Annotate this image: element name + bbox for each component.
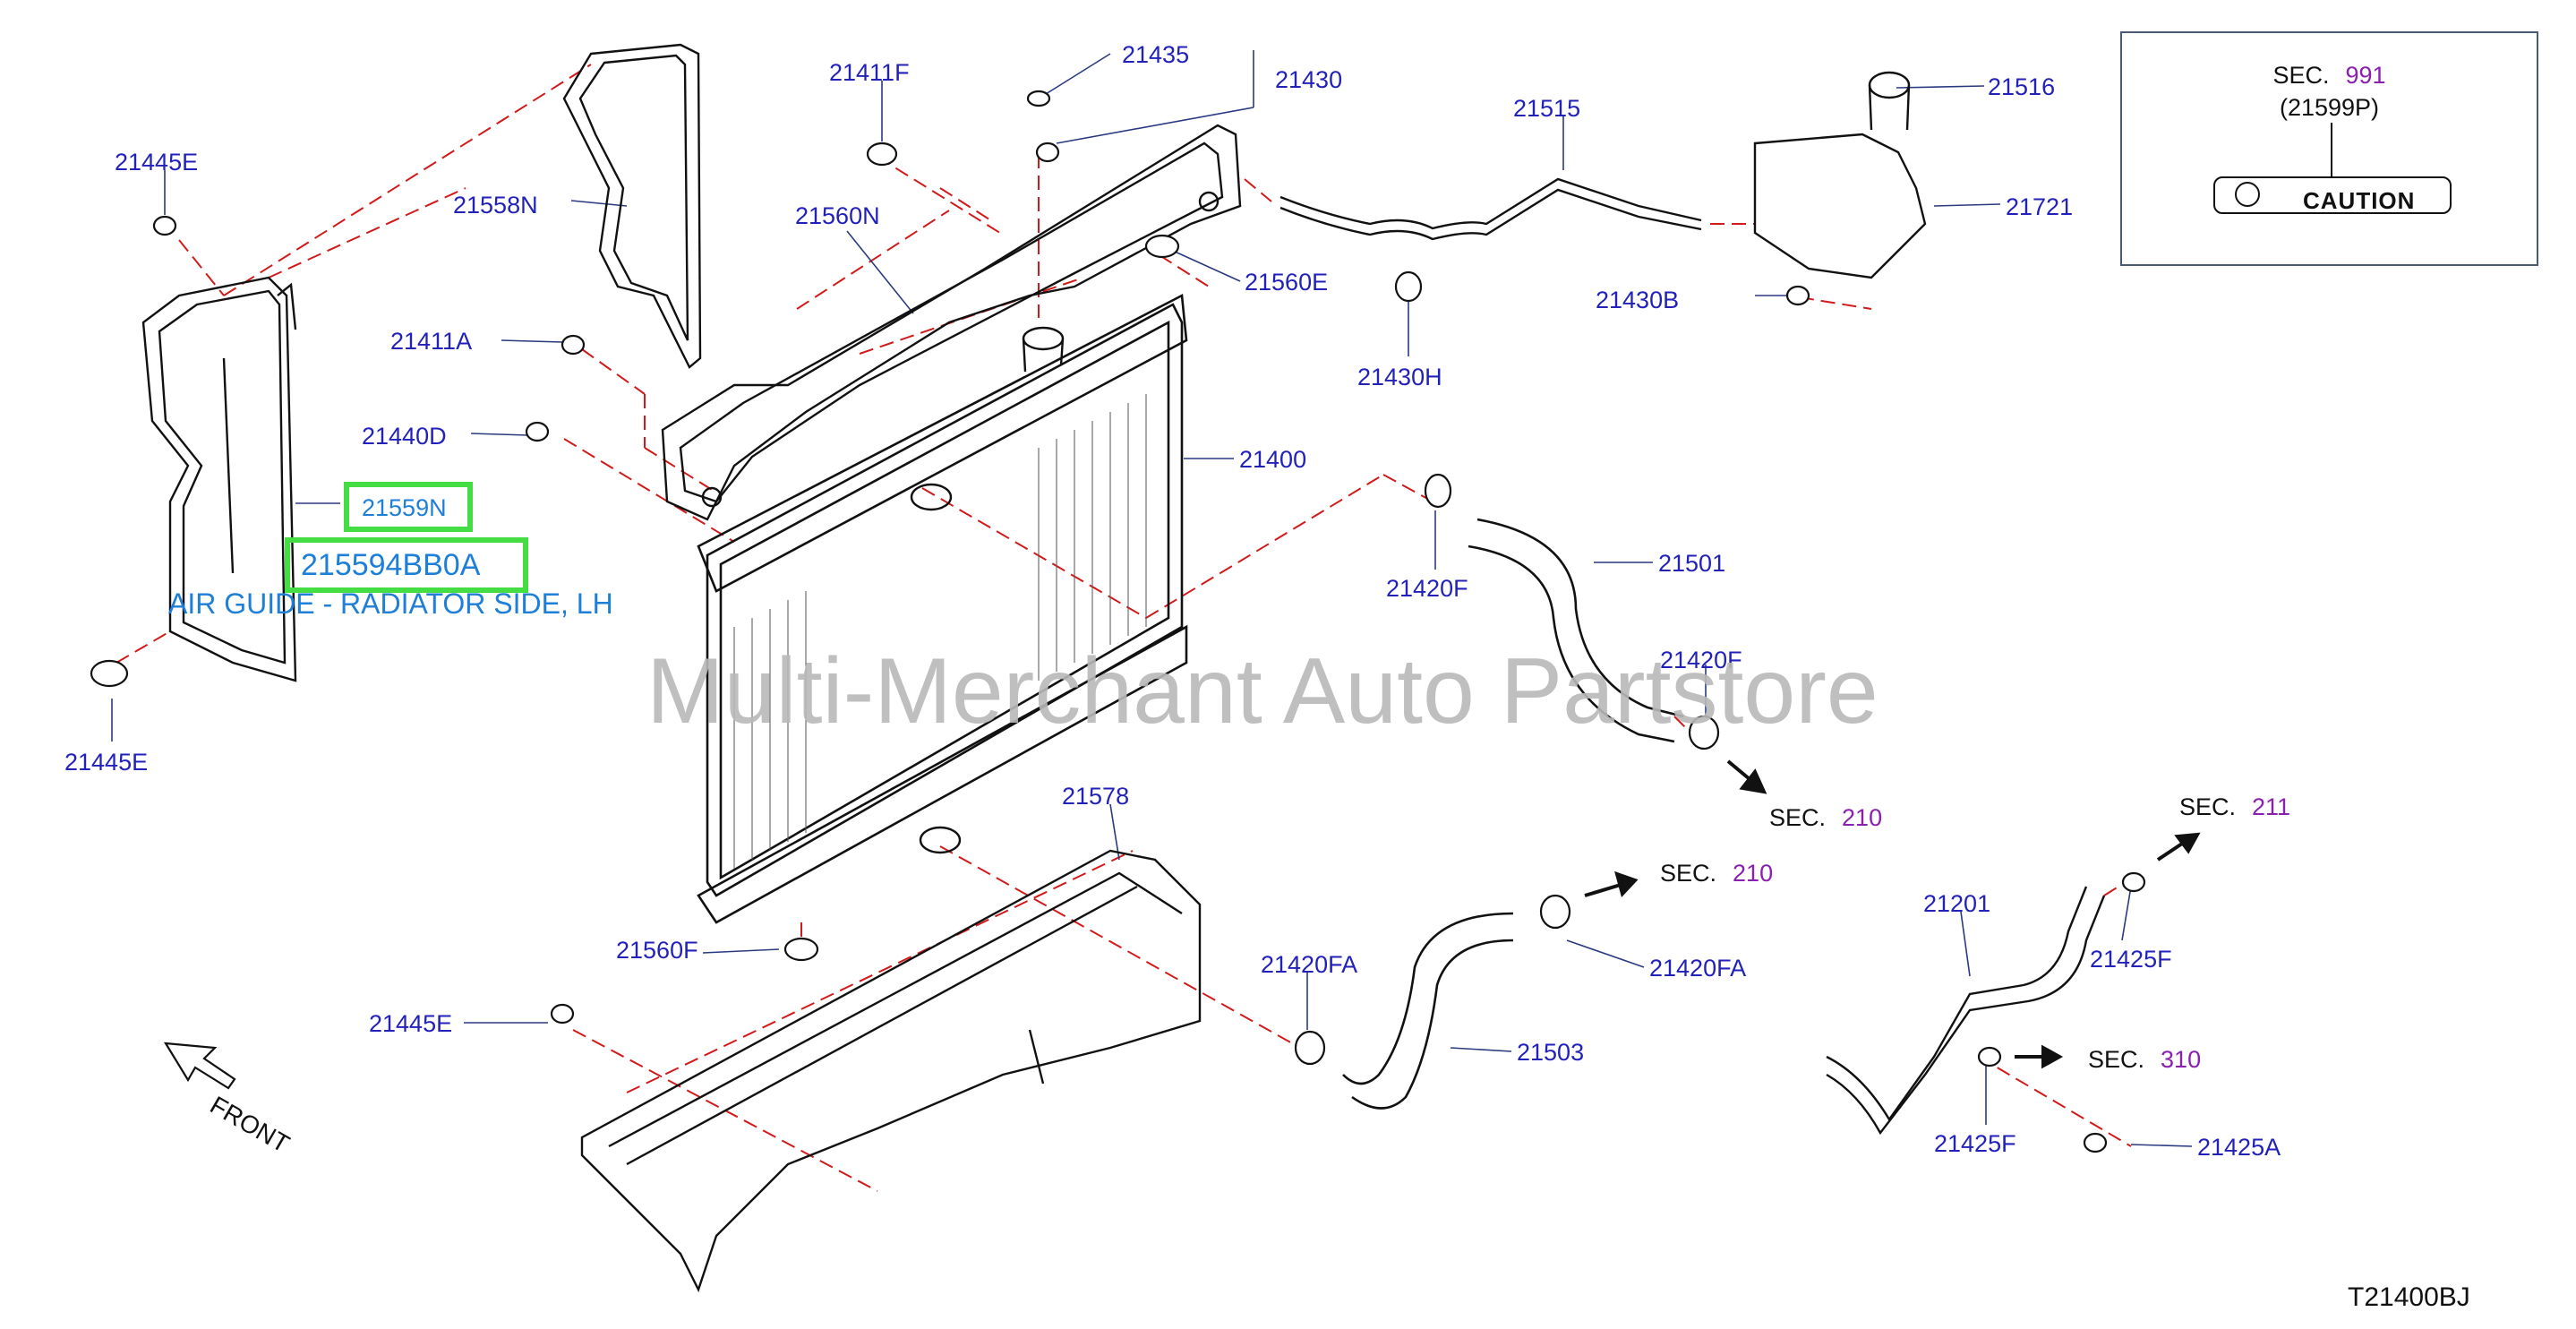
fasteners: [90, 90, 2146, 1153]
section-prefix: SEC.: [1769, 804, 1827, 831]
section-number: 210: [1842, 804, 1883, 831]
part-label[interactable]: 21411A: [390, 328, 473, 355]
reference-sec: SEC. 991: [2122, 62, 2537, 90]
reference-leader: [2331, 123, 2332, 176]
upper-hose: [1468, 518, 1684, 743]
part-label[interactable]: 21515: [1513, 95, 1581, 122]
overflow-hose: [1279, 177, 1702, 241]
section-reference[interactable]: SEC. 310: [2088, 1048, 2201, 1072]
reservoir-tank: [1753, 71, 1927, 279]
part-label[interactable]: 21430H: [1357, 364, 1442, 390]
caution-label: CAUTION: [2213, 176, 2452, 214]
section-prefix: SEC.: [2179, 793, 2237, 820]
part-label[interactable]: 21721: [2006, 193, 2074, 220]
part-label[interactable]: 21420FA: [1649, 955, 1747, 982]
highlight-text-part-number: 215594BB0A: [301, 548, 481, 582]
part-label[interactable]: 21420F: [1386, 575, 1468, 602]
part-label[interactable]: 21420FA: [1261, 951, 1358, 978]
part-label[interactable]: 21445E: [369, 1010, 453, 1037]
air-guide-upper: [562, 43, 702, 369]
part-label[interactable]: 21425A: [2197, 1134, 2281, 1161]
air-guide-front: [661, 124, 1242, 521]
section-arrows: [1584, 759, 2201, 1069]
section-number: 310: [2161, 1046, 2202, 1073]
section-reference[interactable]: SEC. 210: [1769, 806, 1882, 830]
radiator-core: [697, 293, 1188, 924]
caution-cap-icon: [2235, 182, 2260, 207]
part-description: AIR GUIDE - RADIATOR SIDE, LH: [168, 587, 613, 620]
section-number: 211: [2252, 793, 2291, 820]
water-pipe: [1826, 886, 2106, 1136]
reference-sec-number: 991: [2345, 62, 2386, 89]
part-label[interactable]: 21516: [1988, 73, 2056, 100]
section-prefix: SEC.: [1660, 860, 1717, 887]
part-label[interactable]: 21445E: [64, 749, 149, 776]
reference-box: SEC. 991 (21599P) CAUTION: [2120, 31, 2538, 266]
watermark: Multi-Merchant Auto Partstore: [646, 639, 1879, 743]
section-prefix: SEC.: [2088, 1046, 2145, 1073]
drawing-id: T21400BJ: [2348, 1282, 2470, 1312]
radiator-filler-neck: [910, 326, 1065, 854]
label-leader-lines: [111, 50, 2193, 1147]
part-label[interactable]: 21503: [1517, 1039, 1585, 1066]
highlight-box-21559n[interactable]: [344, 482, 473, 532]
highlight-box-part-number[interactable]: [285, 537, 528, 593]
reference-sec-prefix: SEC.: [2272, 62, 2330, 89]
part-label[interactable]: 21440D: [362, 423, 447, 450]
part-label[interactable]: 21578: [1062, 783, 1130, 810]
radiator-fins: [733, 394, 1147, 869]
part-label[interactable]: 21201: [1923, 890, 1991, 917]
caution-text: CAUTION: [2303, 187, 2416, 214]
reference-part: (21599P): [2279, 94, 2380, 121]
highlight-text-21559n: 21559N: [362, 494, 447, 521]
front-arrow: [163, 1042, 236, 1090]
part-label[interactable]: 21425F: [2090, 946, 2172, 973]
section-reference[interactable]: SEC. 211: [2179, 795, 2290, 819]
part-label[interactable]: 21425F: [1934, 1130, 2016, 1157]
part-label[interactable]: 21560E: [1245, 269, 1329, 296]
part-label[interactable]: 21400: [1239, 446, 1307, 473]
lower-hose: [1342, 912, 1514, 1110]
part-label[interactable]: 21445E: [115, 149, 199, 176]
part-label[interactable]: 21411F: [829, 59, 910, 86]
part-label[interactable]: 21430B: [1596, 287, 1680, 313]
lower-deflector: [580, 849, 1202, 1293]
part-label[interactable]: 21435: [1122, 41, 1190, 68]
section-number: 210: [1733, 860, 1774, 887]
air-guide-lh: [141, 276, 297, 682]
part-label[interactable]: 21430: [1275, 66, 1343, 93]
part-label[interactable]: 21558N: [453, 192, 538, 219]
part-label[interactable]: 21560F: [616, 937, 698, 964]
part-label[interactable]: 21420F: [1660, 647, 1742, 673]
section-reference[interactable]: SEC. 210: [1660, 862, 1773, 886]
part-label[interactable]: 21560N: [795, 202, 880, 229]
part-label[interactable]: 21501: [1658, 550, 1726, 577]
